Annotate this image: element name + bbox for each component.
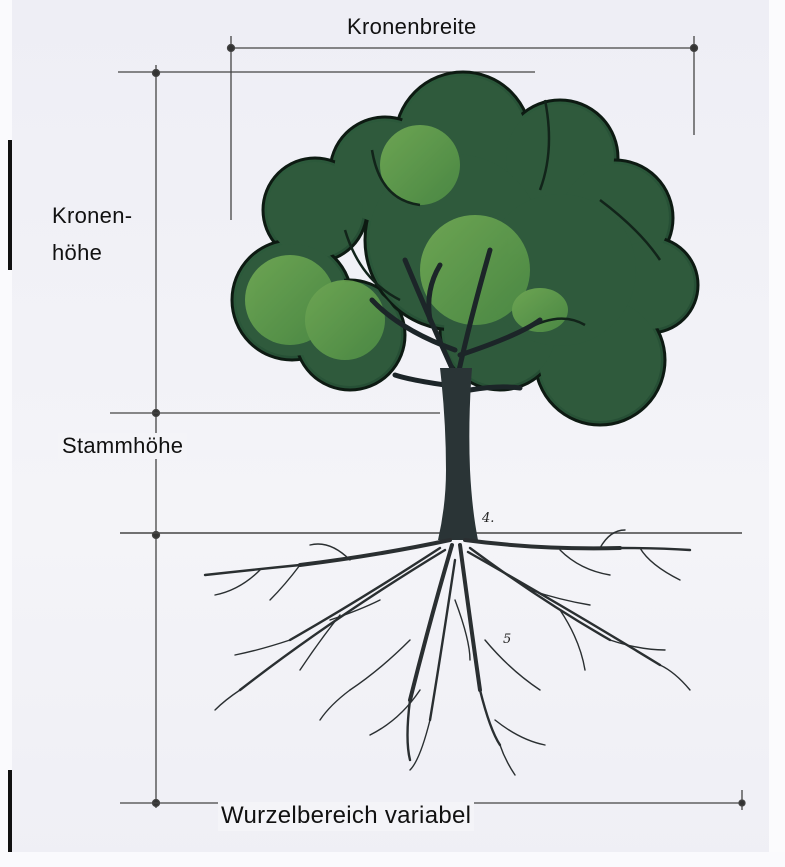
root-zone-label: Wurzelbereich variabel [218,802,474,831]
crown-height-label-line1: Kronen- [52,203,132,229]
dimension-dot [153,70,160,77]
trunk-height-label: Stammhöhe [58,433,187,459]
crown-height-label-line2: höhe [52,240,102,266]
crown-width-label: Kronenbreite [347,14,477,40]
tree-roots [205,530,690,775]
dimension-dot [691,45,698,52]
dimension-dot [739,800,745,806]
ground-marker-number: 4. [482,511,494,526]
dimension-dot [228,45,235,52]
root-marker-number: 5 [503,632,511,647]
tree-trunk [438,368,478,540]
